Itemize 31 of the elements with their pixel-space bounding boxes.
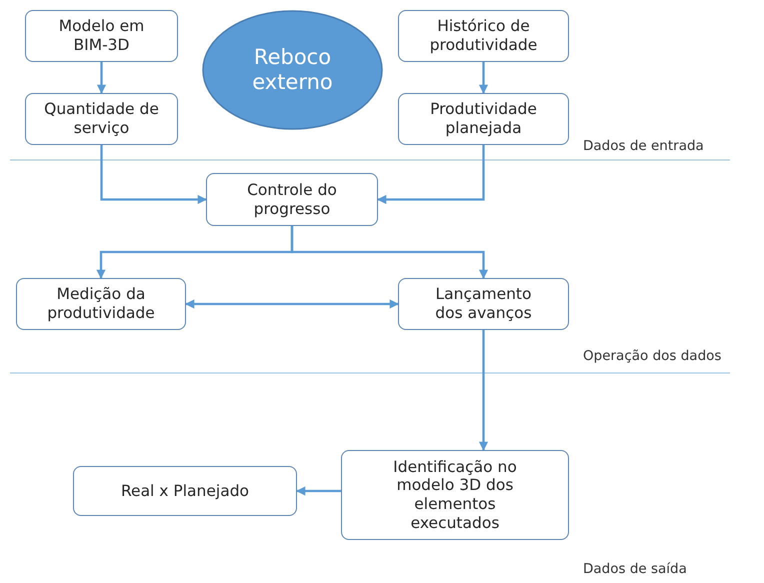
section-label: Operação dos dados xyxy=(583,348,722,364)
node-text: Lançamento dos avanços xyxy=(434,285,533,323)
node-text: Reboco externo xyxy=(251,44,334,96)
process-box xyxy=(398,10,569,62)
process-box xyxy=(341,450,569,540)
process-box xyxy=(16,278,186,330)
arrow xyxy=(290,226,488,279)
arrow xyxy=(377,145,485,204)
section-label: Dados de entrada xyxy=(583,138,704,154)
node-text: Histórico de produtividade xyxy=(428,17,538,55)
section-label: Dados de saída xyxy=(583,561,687,577)
arrow xyxy=(478,330,488,451)
arrow xyxy=(478,62,488,94)
process-box xyxy=(25,93,178,145)
arrow xyxy=(96,62,106,94)
node-text: Real x Planejado xyxy=(120,482,250,500)
process-box xyxy=(73,466,297,516)
node-text: Quantidade de serviço xyxy=(44,100,159,138)
process-box xyxy=(398,278,569,330)
node-text: Medição da produtividade xyxy=(46,285,156,323)
process-box xyxy=(206,173,378,226)
node-text: Produtividade planejada xyxy=(429,100,538,138)
arrow xyxy=(185,299,399,309)
node-text: Modelo em BIM-3D xyxy=(58,17,146,55)
node-text: Identificação no modelo 3D dos elementos executados xyxy=(392,458,518,532)
process-box xyxy=(25,10,178,62)
title-ellipse xyxy=(202,10,383,130)
node-text: Controle do progresso xyxy=(246,180,338,218)
arrow xyxy=(296,486,341,496)
arrow xyxy=(100,145,207,204)
process-box xyxy=(398,93,569,145)
